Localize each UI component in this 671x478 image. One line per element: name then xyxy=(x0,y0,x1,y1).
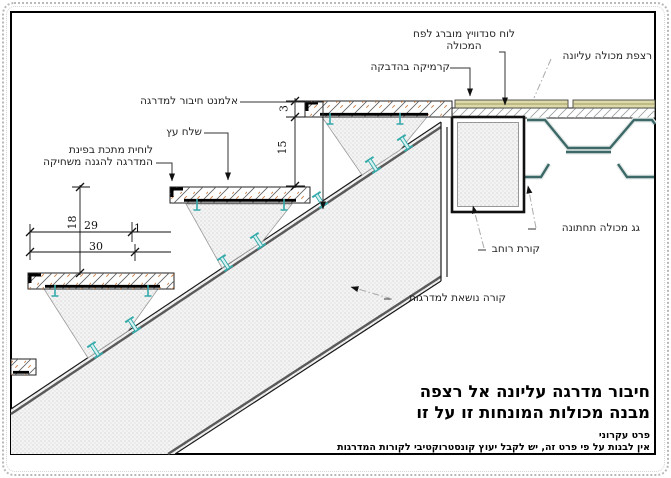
title-block: חיבור מדרגה עליונה אל רצפה מבנה מכולות ה… xyxy=(310,381,650,453)
label-ceramic: קרמיקה בהדבקה xyxy=(370,61,450,73)
drawing-border xyxy=(10,11,656,455)
cross-beam-section xyxy=(450,115,526,214)
connector-icon xyxy=(249,231,267,251)
connector-icon xyxy=(86,340,104,360)
screw-connector-icon xyxy=(396,113,404,125)
label-sandwich-panel: לוח סנדוויץ מוברג לפח המכולה xyxy=(400,28,528,52)
label-upper-floor: רצפת מכולה עליונה xyxy=(562,50,652,62)
label-metal-plate: לוחית מתכת בפינת המדרגה להגנה משחיקה xyxy=(32,144,153,168)
dim-tread-depth: 30 xyxy=(89,240,103,253)
label-metal-plate-line1: לוחית מתכת בפינת xyxy=(68,144,153,156)
screw-connector-icon xyxy=(144,285,152,297)
corner-plate-icon xyxy=(170,187,183,197)
drawing-note: פרט עקרוני xyxy=(598,430,650,441)
screw-connector-icon xyxy=(280,199,288,211)
dim-rise: 18 xyxy=(66,215,79,230)
leader-ceramic xyxy=(450,67,473,97)
stair-stringer-beam xyxy=(10,121,448,456)
leader-connection-element xyxy=(240,101,326,210)
label-sandwich-panel-line1: לוח סנדוויץ מוברג לפח xyxy=(413,28,515,40)
screw-connector-icon xyxy=(51,285,59,297)
corner-plate-icon xyxy=(28,273,41,283)
corner-plate-icon xyxy=(305,101,318,111)
tread-bottom xyxy=(27,272,175,297)
dim-going: 29 xyxy=(84,219,98,232)
label-cross-beam: קורת רוחב xyxy=(491,243,540,255)
label-stringer: קורה נושאת למדרגות xyxy=(408,292,506,304)
connector-icon xyxy=(124,315,142,335)
label-sandwich-panel-line2: המכולה xyxy=(446,39,482,52)
leader-lower-roof xyxy=(526,185,537,229)
dim-nose: 1 xyxy=(134,222,141,235)
connector-icon xyxy=(364,155,382,175)
drawing-title-line1: חיבור מדרגה עליונה אל רצפה xyxy=(419,382,650,401)
screw-connector-icon xyxy=(326,113,334,125)
label-wood-tread: שלח עץ xyxy=(166,126,202,138)
dimension-lines xyxy=(25,96,305,278)
leader-lines xyxy=(156,51,552,300)
tread-top xyxy=(304,100,453,125)
label-connection-element: אלמנט חיבור למדרגה xyxy=(140,95,238,107)
upper-floor-layers xyxy=(451,99,656,119)
dim-clear-rise: 15 xyxy=(276,140,289,155)
leader-wood-tread xyxy=(204,132,231,181)
leader-upper-floor xyxy=(533,58,552,99)
drawing-title-line2: מבנה מכולות המונחות זו על זו xyxy=(416,403,650,422)
label-metal-plate-line2: המדרגה להגנה משחיקה xyxy=(43,155,153,168)
drawing-warning: אין לבנות על פי פרט זה, יש לקבל יעוץ קונ… xyxy=(337,442,650,453)
tread-partial xyxy=(10,358,37,376)
leader-sandwich-panel xyxy=(499,51,508,106)
tread-middle xyxy=(169,186,311,211)
leader-metal-plate xyxy=(156,162,175,182)
tread-brackets xyxy=(43,116,428,359)
dim-tread-thickness: 3 xyxy=(277,105,291,112)
screw-connector-icon xyxy=(193,199,201,211)
connector-icon xyxy=(396,133,414,153)
connector-icon xyxy=(216,253,234,273)
corrugated-roof xyxy=(525,117,657,180)
label-lower-roof: גג מכולה תחתונה xyxy=(561,222,640,234)
